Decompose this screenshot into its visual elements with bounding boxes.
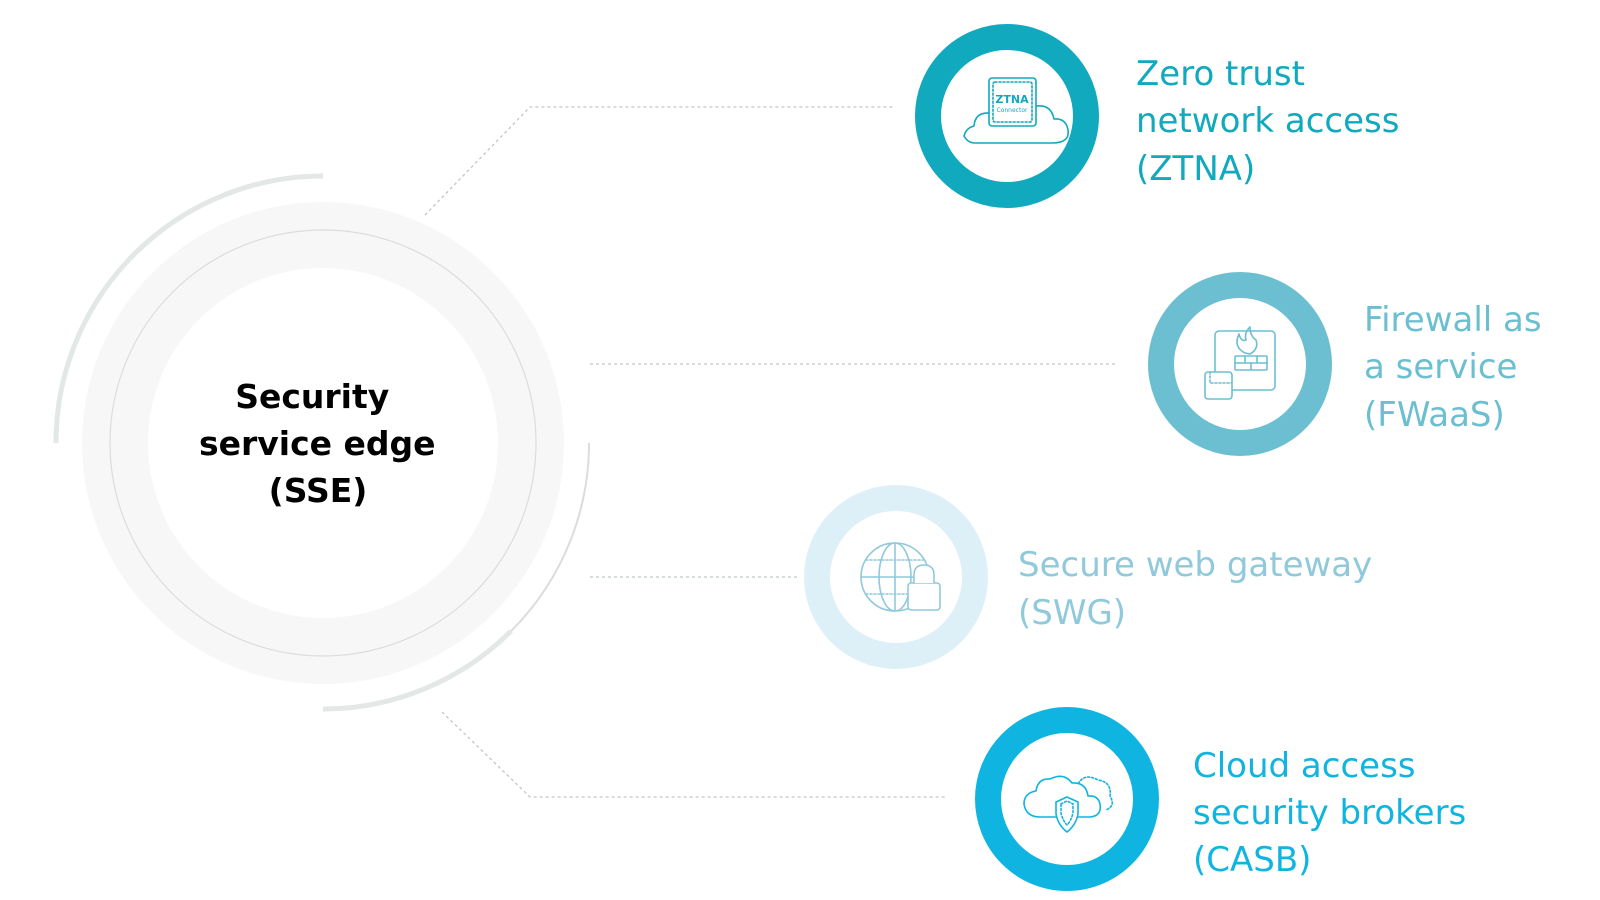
hub-title: Security service edge (SSE) (199, 377, 447, 510)
node-fwaas: Firewall as a service (FWaaS) (1148, 272, 1552, 456)
connector-ztna (424, 106, 893, 216)
fwaas-label-line-2: a service (1364, 347, 1517, 387)
ztna-label: Zero trust network access (ZTNA) (1136, 54, 1410, 189)
fwaas-label: Firewall as a service (FWaaS) (1364, 300, 1552, 435)
hub-thin-ring (109, 229, 537, 657)
ztna-connector-icon: ZTNA Connector (963, 77, 1069, 144)
swg-label: Secure web gateway (SWG) (1018, 545, 1383, 633)
globe-lock-icon (860, 542, 941, 612)
ztna-icon-text-main: ZTNA (995, 93, 1029, 106)
hub-title-line-2: service edge (199, 424, 436, 463)
hub-inner-disc (148, 268, 498, 618)
ztna-label-line-1: Zero trust (1136, 54, 1305, 94)
casb-label-line-1: Cloud access (1193, 746, 1416, 786)
ztna-label-line-3: (ZTNA) (1136, 149, 1255, 189)
ztna-label-line-2: network access (1136, 101, 1399, 141)
cloud-shield-icon (1023, 775, 1114, 833)
firewall-icon (1204, 326, 1276, 400)
casb-label-line-2: security brokers (1193, 793, 1466, 833)
node-swg: Secure web gateway (SWG) (804, 485, 1383, 669)
hub-title-line-3: (SSE) (269, 471, 368, 510)
sse-hub: Security service edge (SSE) (53, 173, 590, 712)
fwaas-label-line-3: (FWaaS) (1364, 395, 1505, 435)
casb-label: Cloud access security brokers (CASB) (1193, 746, 1477, 880)
connector-casb (441, 711, 945, 798)
node-ztna: ZTNA Connector Zero trust network access… (915, 24, 1410, 208)
fwaas-label-line-1: Firewall as (1364, 300, 1542, 340)
hub-title-line-1: Security (235, 377, 389, 416)
swg-label-line-1: Secure web gateway (1018, 545, 1372, 585)
ztna-icon-text-sub: Connector (997, 107, 1028, 114)
casb-label-line-3: (CASB) (1193, 840, 1311, 880)
swg-label-line-2: (SWG) (1018, 593, 1126, 633)
node-casb: Cloud access security brokers (CASB) (975, 707, 1477, 891)
connectors (424, 106, 1118, 798)
hub-arc-bottom-accent (322, 629, 513, 712)
hub-arc-top-left (53, 173, 324, 444)
